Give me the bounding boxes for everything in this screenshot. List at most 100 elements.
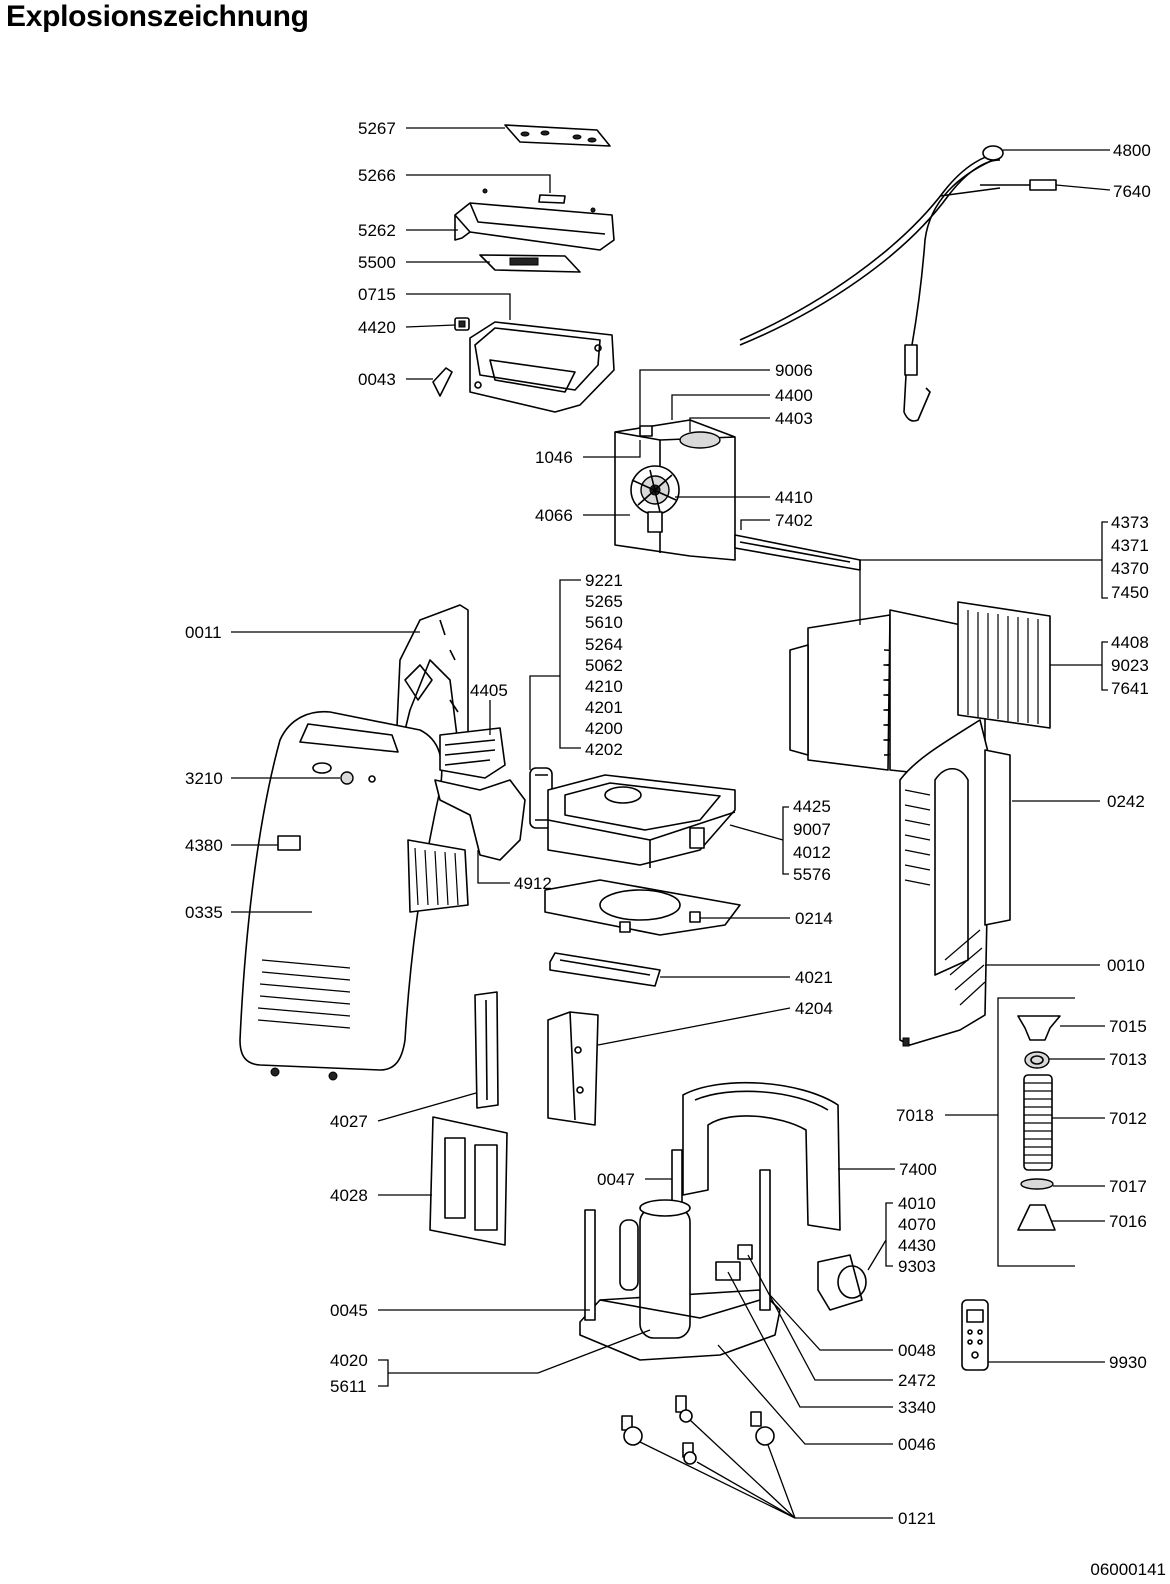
label-7012: 7012	[1109, 1109, 1147, 1128]
label-4410: 4410	[775, 488, 813, 507]
label-0715: 0715	[358, 285, 396, 304]
label-1046: 1046	[535, 448, 573, 467]
label-7450: 7450	[1111, 583, 1149, 602]
label-9930: 9930	[1109, 1353, 1147, 1372]
label-7402: 7402	[775, 511, 813, 530]
label-9023: 9023	[1111, 656, 1149, 675]
part-control-board	[479, 254, 581, 273]
label-0011: 0011	[185, 623, 222, 642]
label-0335: 0335	[185, 903, 223, 922]
label-4021: 4021	[795, 968, 833, 987]
part-upright-bracket	[547, 1011, 599, 1126]
label-0045: 0045	[330, 1301, 368, 1320]
label-4010: 4010	[898, 1194, 936, 1213]
label-5611: 5611	[330, 1377, 367, 1396]
label-0242: 0242	[1107, 792, 1145, 811]
label-4400: 4400	[775, 386, 813, 405]
label-4912: 4912	[514, 874, 552, 893]
label-4403: 4403	[775, 409, 813, 428]
part-exhaust-hose-kit	[1017, 1015, 1061, 1231]
part-power-cable	[739, 145, 1057, 422]
label-7017: 7017	[1109, 1177, 1147, 1196]
label-0048: 0048	[898, 1341, 936, 1360]
part-strip	[474, 991, 499, 1109]
part-compressor-frame	[579, 1149, 781, 1361]
page-title: Explosionszeichnung	[6, 0, 309, 33]
part-base-tray	[547, 774, 736, 868]
label-4027: 4027	[330, 1112, 368, 1131]
label-4210: 4210	[585, 677, 623, 696]
label-4204: 4204	[795, 999, 833, 1018]
label-5267: 5267	[358, 119, 396, 138]
label-5264: 5264	[585, 635, 623, 654]
label-9006: 9006	[775, 361, 813, 380]
label-9303: 9303	[898, 1257, 936, 1276]
label-4201: 4201	[585, 698, 623, 717]
label-0043: 0043	[358, 370, 396, 389]
label-0047: 0047	[597, 1170, 635, 1189]
label-0046: 0046	[898, 1435, 936, 1454]
label-5610: 5610	[585, 613, 623, 632]
label-4420: 4420	[358, 318, 396, 337]
label-4070: 4070	[898, 1215, 936, 1234]
label-4202: 4202	[585, 740, 623, 759]
part-pump-assembly	[817, 1254, 867, 1311]
label-4028: 4028	[330, 1186, 368, 1205]
label-4430: 4430	[898, 1236, 936, 1255]
label-7640: 7640	[1113, 182, 1151, 201]
label-7641: 7641	[1111, 679, 1149, 698]
label-7400: 7400	[899, 1160, 937, 1179]
label-4800: 4800	[1113, 141, 1151, 160]
label-4012: 4012	[793, 843, 831, 862]
document-number: 06000141	[1090, 1560, 1166, 1579]
part-labels: 5267 5266 5262 5500 0715 4420 0043 4800 …	[185, 119, 1151, 1528]
label-4405: 4405	[470, 681, 508, 700]
label-5265: 5265	[585, 592, 623, 611]
label-4020: 4020	[330, 1351, 368, 1370]
label-3210: 3210	[185, 769, 223, 788]
label-7018: 7018	[896, 1106, 934, 1125]
part-rear-cover	[899, 719, 1011, 1047]
part-small-switch	[454, 317, 470, 331]
label-4373: 4373	[1111, 513, 1149, 532]
part-front-housing	[239, 710, 469, 1081]
part-back-panel	[429, 1116, 508, 1246]
part-filter-grille	[957, 601, 1051, 729]
part-top-cover-strip	[504, 124, 611, 147]
label-7013: 7013	[1109, 1050, 1147, 1069]
label-5062: 5062	[585, 656, 623, 675]
label-4371: 4371	[1111, 536, 1149, 555]
part-upper-housing	[469, 321, 615, 413]
label-3340: 3340	[898, 1398, 936, 1417]
label-4425: 4425	[793, 797, 831, 816]
label-4380: 4380	[185, 836, 223, 855]
label-5576: 5576	[793, 865, 831, 884]
part-small-plate	[482, 188, 596, 213]
part-base-plate	[544, 879, 741, 936]
label-5500: 5500	[358, 253, 396, 272]
part-casters	[621, 1395, 775, 1465]
part-inner-module	[434, 727, 553, 861]
part-shroud	[682, 1081, 841, 1231]
label-9221: 9221	[585, 571, 623, 590]
part-control-panel-cover	[454, 202, 615, 251]
label-0121: 0121	[898, 1509, 936, 1528]
leader-lines	[231, 127, 1111, 1519]
label-7016: 7016	[1109, 1212, 1147, 1231]
label-0010: 0010	[1107, 956, 1145, 975]
label-4066: 4066	[535, 506, 573, 525]
part-remote-control	[961, 1299, 989, 1371]
label-7015: 7015	[1109, 1017, 1147, 1036]
label-9007: 9007	[793, 820, 831, 839]
label-4200: 4200	[585, 719, 623, 738]
label-2472: 2472	[898, 1371, 936, 1390]
label-4370: 4370	[1111, 559, 1149, 578]
part-rail	[549, 952, 661, 987]
label-5266: 5266	[358, 166, 396, 185]
label-0214: 0214	[795, 909, 833, 928]
label-5262: 5262	[358, 221, 396, 240]
part-fan-assembly	[614, 419, 861, 571]
part-bracket	[432, 367, 453, 397]
label-4408: 4408	[1111, 633, 1149, 652]
